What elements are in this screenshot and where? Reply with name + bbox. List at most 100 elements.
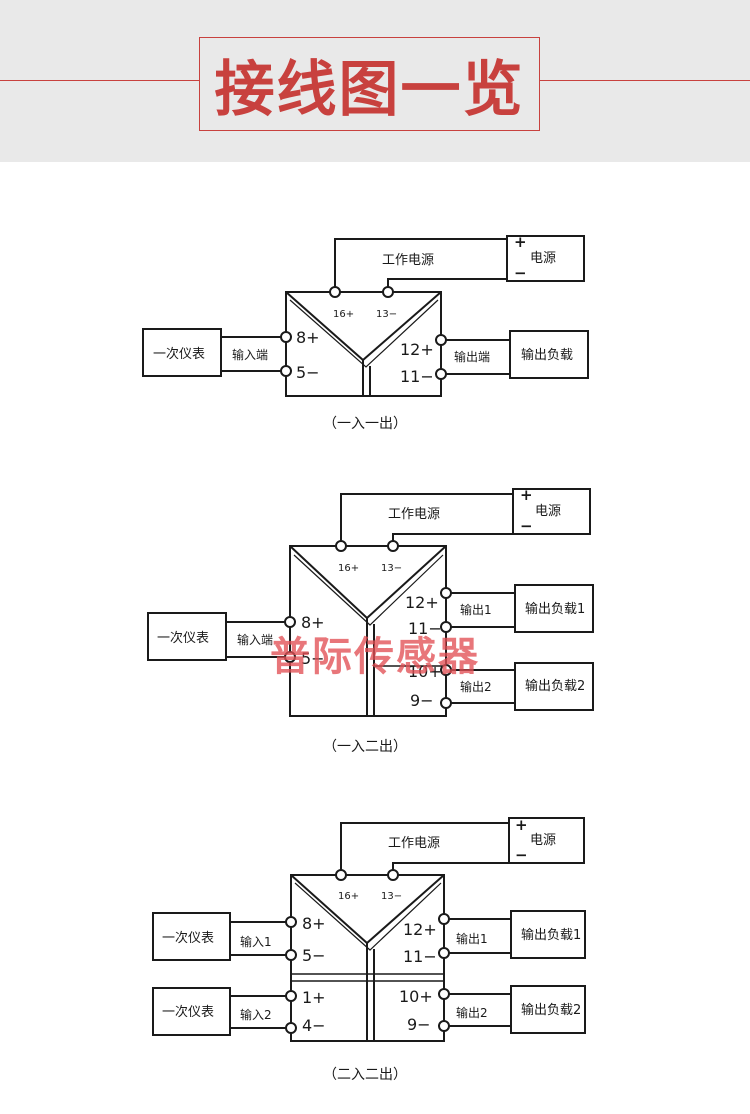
terminal-label-16: 16+ xyxy=(338,563,359,574)
input-wires-2 xyxy=(230,995,291,1029)
terminal-label-5: 5− xyxy=(302,946,326,965)
diagram-one-in-one-out-labels: 工作电源 + − 电源 16+ 13− 一次仪表 输入端 8+ 5− 12+ 1… xyxy=(153,233,573,432)
terminal-label-12: 12+ xyxy=(400,340,434,359)
terminal-label-16: 16+ xyxy=(338,891,359,902)
terminal-1 xyxy=(285,990,297,1002)
terminal-label-8: 8+ xyxy=(302,914,326,933)
terminal-label-12: 12+ xyxy=(405,593,439,612)
power-wire-negative xyxy=(392,533,513,545)
power-wire-positive xyxy=(340,493,513,545)
terminal-12 xyxy=(435,334,447,346)
module-y-divider-inner xyxy=(289,299,439,368)
terminal-10 xyxy=(440,664,452,676)
header-rule-left xyxy=(0,80,199,81)
diagram-caption: （一入一出） xyxy=(323,416,407,432)
power-supply-box xyxy=(506,235,585,282)
input-wire-label-1: 输入1 xyxy=(240,934,272,949)
instrument-label-2: 一次仪表 xyxy=(162,1004,214,1020)
diagram-caption: （二入二出） xyxy=(323,1067,407,1083)
output-wire-label-2: 输出2 xyxy=(456,1005,488,1020)
terminal-label-9: 9− xyxy=(407,1015,431,1034)
instrument-label: 一次仪表 xyxy=(153,346,205,362)
terminal-label-4: 4− xyxy=(302,1016,326,1035)
module-stem xyxy=(366,618,375,716)
terminal-label-13: 13− xyxy=(381,563,402,574)
terminal-label-10: 10+ xyxy=(399,987,433,1006)
power-label: 工作电源 xyxy=(388,836,440,851)
terminal-label-5: 5− xyxy=(296,363,320,382)
terminal-9 xyxy=(438,1020,450,1032)
supply-minus: − xyxy=(515,846,528,864)
output-wires-2 xyxy=(446,669,515,704)
terminal-label-8: 8+ xyxy=(296,328,320,347)
instrument-label-1: 一次仪表 xyxy=(162,930,214,946)
input-wires xyxy=(221,336,286,372)
load-box-2 xyxy=(514,662,594,711)
output-wire-label-1: 输出1 xyxy=(460,602,492,617)
instrument-box-2 xyxy=(152,987,231,1036)
supply-label: 电源 xyxy=(530,833,556,848)
terminal-16 xyxy=(335,869,347,881)
supply-minus: − xyxy=(514,264,527,282)
diagram-one-in-two-out xyxy=(147,488,594,717)
terminal-label-11: 11− xyxy=(400,367,434,386)
terminal-12 xyxy=(440,587,452,599)
load-label-2: 输出负载2 xyxy=(525,678,585,694)
terminal-5 xyxy=(280,365,292,377)
terminal-13 xyxy=(382,286,394,298)
title-frame: 接线图一览 xyxy=(199,37,540,131)
supply-label: 电源 xyxy=(535,504,561,519)
diagram-caption: （一入二出） xyxy=(323,739,407,755)
instrument-box xyxy=(142,328,222,377)
terminal-13 xyxy=(387,869,399,881)
power-wire-positive xyxy=(340,822,509,874)
terminal-5 xyxy=(284,651,296,663)
terminal-12 xyxy=(438,913,450,925)
power-supply-box xyxy=(512,488,591,535)
terminal-label-11: 11− xyxy=(403,947,437,966)
diagram-one-in-two-out-labels: 工作电源 + − 电源 16+ 13− 一次仪表 输入端 8+ 5− 12+ 1… xyxy=(157,486,585,755)
module-stem xyxy=(362,360,371,396)
power-wire-positive xyxy=(334,238,507,290)
terminal-16 xyxy=(329,286,341,298)
supply-plus: + xyxy=(520,486,533,504)
output-wires-2 xyxy=(444,993,511,1027)
load-label-1: 输出负载1 xyxy=(521,927,581,943)
terminal-label-10: 10+ xyxy=(408,662,442,681)
terminal-label-8: 8+ xyxy=(301,613,325,632)
power-supply-box xyxy=(508,817,585,864)
output-wire-label-1: 输出1 xyxy=(456,931,488,946)
input-wires xyxy=(226,621,290,658)
output-wire-label: 输出端 xyxy=(454,349,490,364)
instrument-box-1 xyxy=(152,912,231,961)
supply-minus: − xyxy=(520,517,533,535)
terminal-5 xyxy=(285,949,297,961)
load-box xyxy=(509,330,589,379)
terminal-label-1: 1+ xyxy=(302,988,326,1007)
input-wires-1 xyxy=(230,921,291,956)
output-wires xyxy=(441,339,510,375)
terminal-8 xyxy=(284,616,296,628)
terminal-label-9: 9− xyxy=(410,691,434,710)
load-label: 输出负载 xyxy=(521,347,573,363)
terminal-16 xyxy=(335,540,347,552)
terminal-11 xyxy=(438,947,450,959)
module-y-divider-inner xyxy=(293,554,444,626)
load-label-2: 输出负载2 xyxy=(521,1002,581,1018)
output-wire-label-2: 输出2 xyxy=(460,679,492,694)
terminal-13 xyxy=(387,540,399,552)
terminal-10 xyxy=(438,988,450,1000)
diagram-two-in-two-out-labels: 工作电源 + − 电源 16+ 13− 一次仪表 输入1 8+ 5− 一次仪表 … xyxy=(162,816,581,1083)
load-box-1 xyxy=(514,584,594,633)
output-wires-1 xyxy=(444,918,511,954)
instrument-box xyxy=(147,612,227,661)
header-band: 接线图一览 xyxy=(0,0,750,162)
page-title: 接线图一览 xyxy=(214,54,525,125)
instrument-label: 一次仪表 xyxy=(157,630,209,646)
power-label: 工作电源 xyxy=(382,253,434,268)
input-wire-label: 输入端 xyxy=(232,347,268,362)
terminal-4 xyxy=(285,1022,297,1034)
power-label: 工作电源 xyxy=(388,507,440,522)
terminal-8 xyxy=(280,331,292,343)
